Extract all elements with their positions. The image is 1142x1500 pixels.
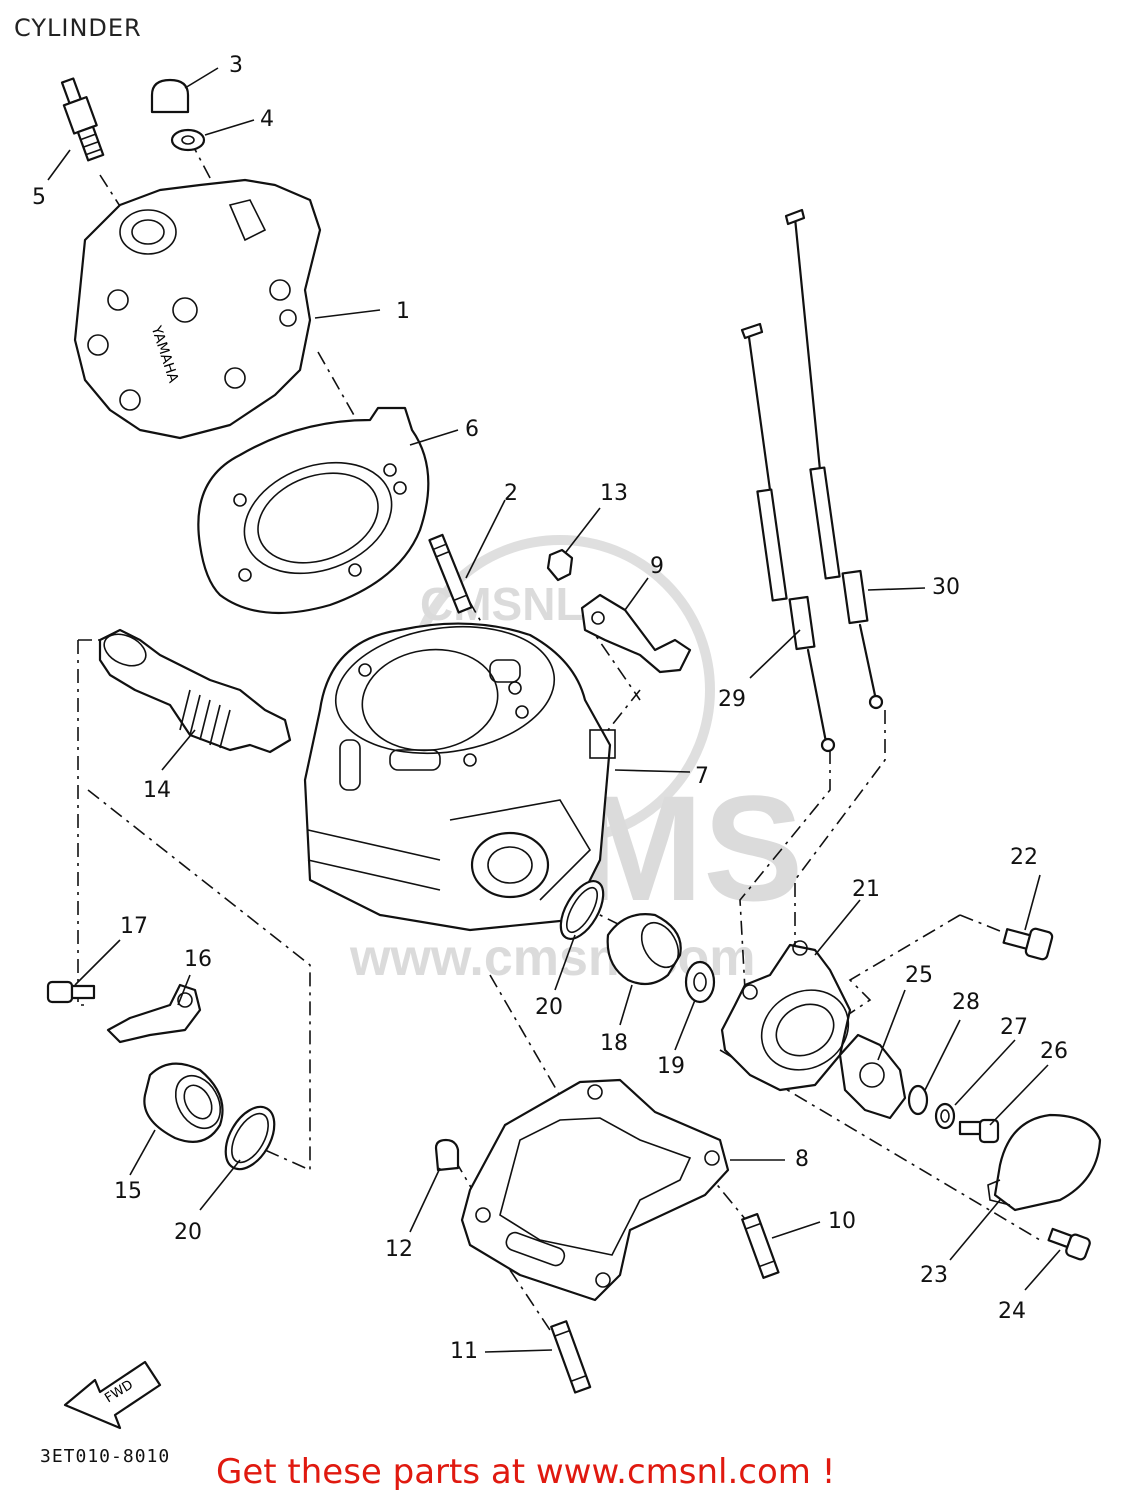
cover-screw [1047,1227,1091,1261]
dowel-pin [434,1138,460,1172]
cylinder-block [303,622,616,932]
valve-pulley [838,1033,907,1120]
label-part-18: 18 [600,1031,628,1056]
valve-housing [720,940,852,1092]
lever-bolt [46,980,96,1004]
cylinder-head: YAMAHA [73,178,322,440]
label-part-17: 17 [120,914,148,939]
label-part-19: 19 [657,1054,685,1079]
label-part-20-left: 20 [174,1220,202,1245]
cable-29 [740,322,836,753]
forward-arrow-icon: FWD [63,1360,162,1430]
label-part-5: 5 [32,185,46,210]
label-part-29: 29 [718,687,746,712]
bracket [580,593,692,674]
spark-plug [60,77,105,162]
cmsnl-parts-link[interactable]: Get these parts at www.cmsnl.com ! [216,1452,836,1492]
pulley-bolt [958,1118,1000,1144]
label-part-2: 2 [504,481,518,506]
label-part-20-center: 20 [535,995,563,1020]
valve-cover [987,1113,1102,1212]
housing-bolt [1002,927,1054,961]
label-part-30: 30 [932,575,960,600]
power-valve [98,628,292,754]
label-part-16: 16 [184,947,212,972]
label-part-14: 14 [143,778,171,803]
label-part-1: 1 [396,299,410,324]
label-part-12: 12 [385,1237,413,1262]
valve-collar [143,1062,224,1143]
base-gasket [460,1078,730,1302]
head-gasket [197,406,430,615]
stud-bolt-short [741,1212,780,1279]
diagram-title: CYLINDER [14,14,142,42]
label-part-13: 13 [600,481,628,506]
label-part-8: 8 [795,1147,809,1172]
label-part-28: 28 [952,990,980,1015]
label-part-26: 26 [1040,1039,1068,1064]
o-ring-left [224,1105,276,1171]
label-part-15: 15 [114,1179,142,1204]
stud-bolt-long [550,1320,592,1394]
label-part-22: 22 [1010,845,1038,870]
label-part-3: 3 [229,53,243,78]
valve-bushing [606,913,682,986]
label-part-9: 9 [650,554,664,579]
label-part-25: 25 [905,963,933,988]
stud-bolt [428,533,473,614]
label-part-11: 11 [450,1339,478,1364]
label-part-10: 10 [828,1209,856,1234]
label-part-24: 24 [998,1299,1026,1324]
part-number-labels: 3 4 5 1 6 2 13 9 30 29 7 14 22 21 17 16 … [32,53,1068,1364]
leader-lines [47,67,1061,1353]
diagram-code: 3ET010-8010 [40,1446,171,1467]
label-part-4: 4 [260,107,274,132]
cable-30 [784,208,884,710]
label-part-7: 7 [695,764,709,789]
lock-washer [934,1102,956,1130]
o-ring-center [559,880,605,940]
pulley-washer [907,1084,929,1116]
lever [106,983,202,1044]
washer [170,128,206,152]
watermark-small-text: CMSNL [420,578,584,630]
label-part-6: 6 [465,417,479,442]
cap-nut [150,78,190,114]
spacer-washer [684,960,716,1004]
bracket-nut [546,548,574,582]
label-part-21: 21 [852,877,880,902]
label-part-27: 27 [1000,1015,1028,1040]
label-part-23: 23 [920,1263,948,1288]
